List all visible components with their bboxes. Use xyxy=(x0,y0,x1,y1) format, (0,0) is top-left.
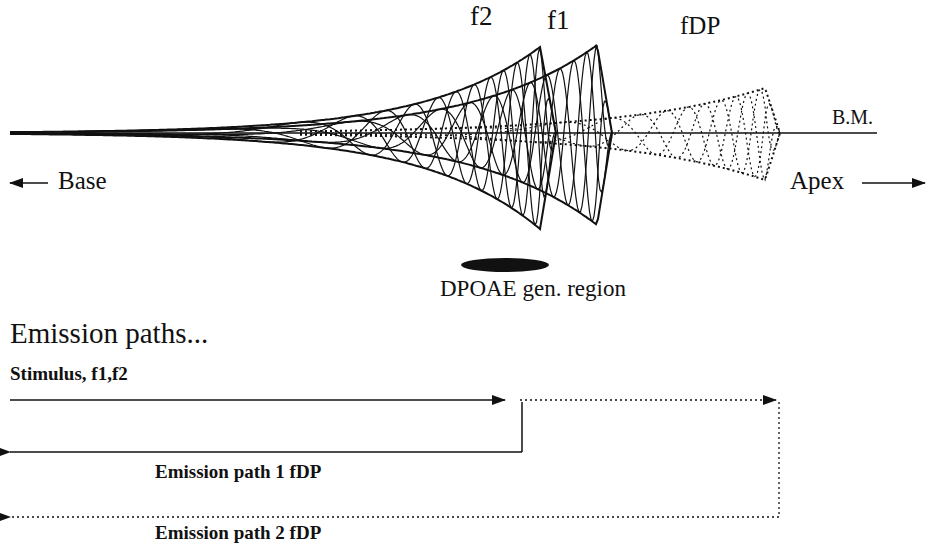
section-heading: Emission paths... xyxy=(10,318,208,350)
frequency-label: fDP xyxy=(680,12,720,40)
path2-drop xyxy=(778,402,779,517)
path-label: Stimulus, f1,f2 xyxy=(10,364,128,385)
emission-path2-arrow xyxy=(10,516,779,517)
path1-drop xyxy=(521,402,523,452)
travelling-waves xyxy=(10,45,780,229)
base-arrow xyxy=(10,182,48,184)
region-label: DPOAE gen. region xyxy=(440,276,626,301)
stimulus-dotted-arrow xyxy=(520,399,776,400)
emission-path1-arrow xyxy=(10,451,522,453)
frequency-label: f1 xyxy=(547,6,570,36)
wave-curve xyxy=(60,61,612,221)
wave-curve xyxy=(60,133,612,224)
wave-curve xyxy=(10,133,556,229)
apex-arrow xyxy=(862,182,925,184)
wave-curve xyxy=(10,47,556,133)
direction-label: Apex xyxy=(790,167,844,195)
path-label: Emission path 2 fDP xyxy=(155,523,321,544)
wave-curve xyxy=(300,90,780,173)
wave-curve xyxy=(300,94,780,181)
membrane-label: B.M. xyxy=(832,106,873,128)
stimulus-arrow xyxy=(10,399,505,401)
direction-label: Base xyxy=(58,167,107,195)
wave-curve xyxy=(60,52,612,205)
wave-curve xyxy=(10,63,556,225)
wave-curve xyxy=(300,97,780,177)
wave-curve xyxy=(60,45,612,212)
generation-region-ellipse xyxy=(461,258,549,272)
path-label: Emission path 1 fDP xyxy=(155,462,321,483)
wave-curve xyxy=(60,46,612,133)
frequency-label: f2 xyxy=(470,2,493,32)
